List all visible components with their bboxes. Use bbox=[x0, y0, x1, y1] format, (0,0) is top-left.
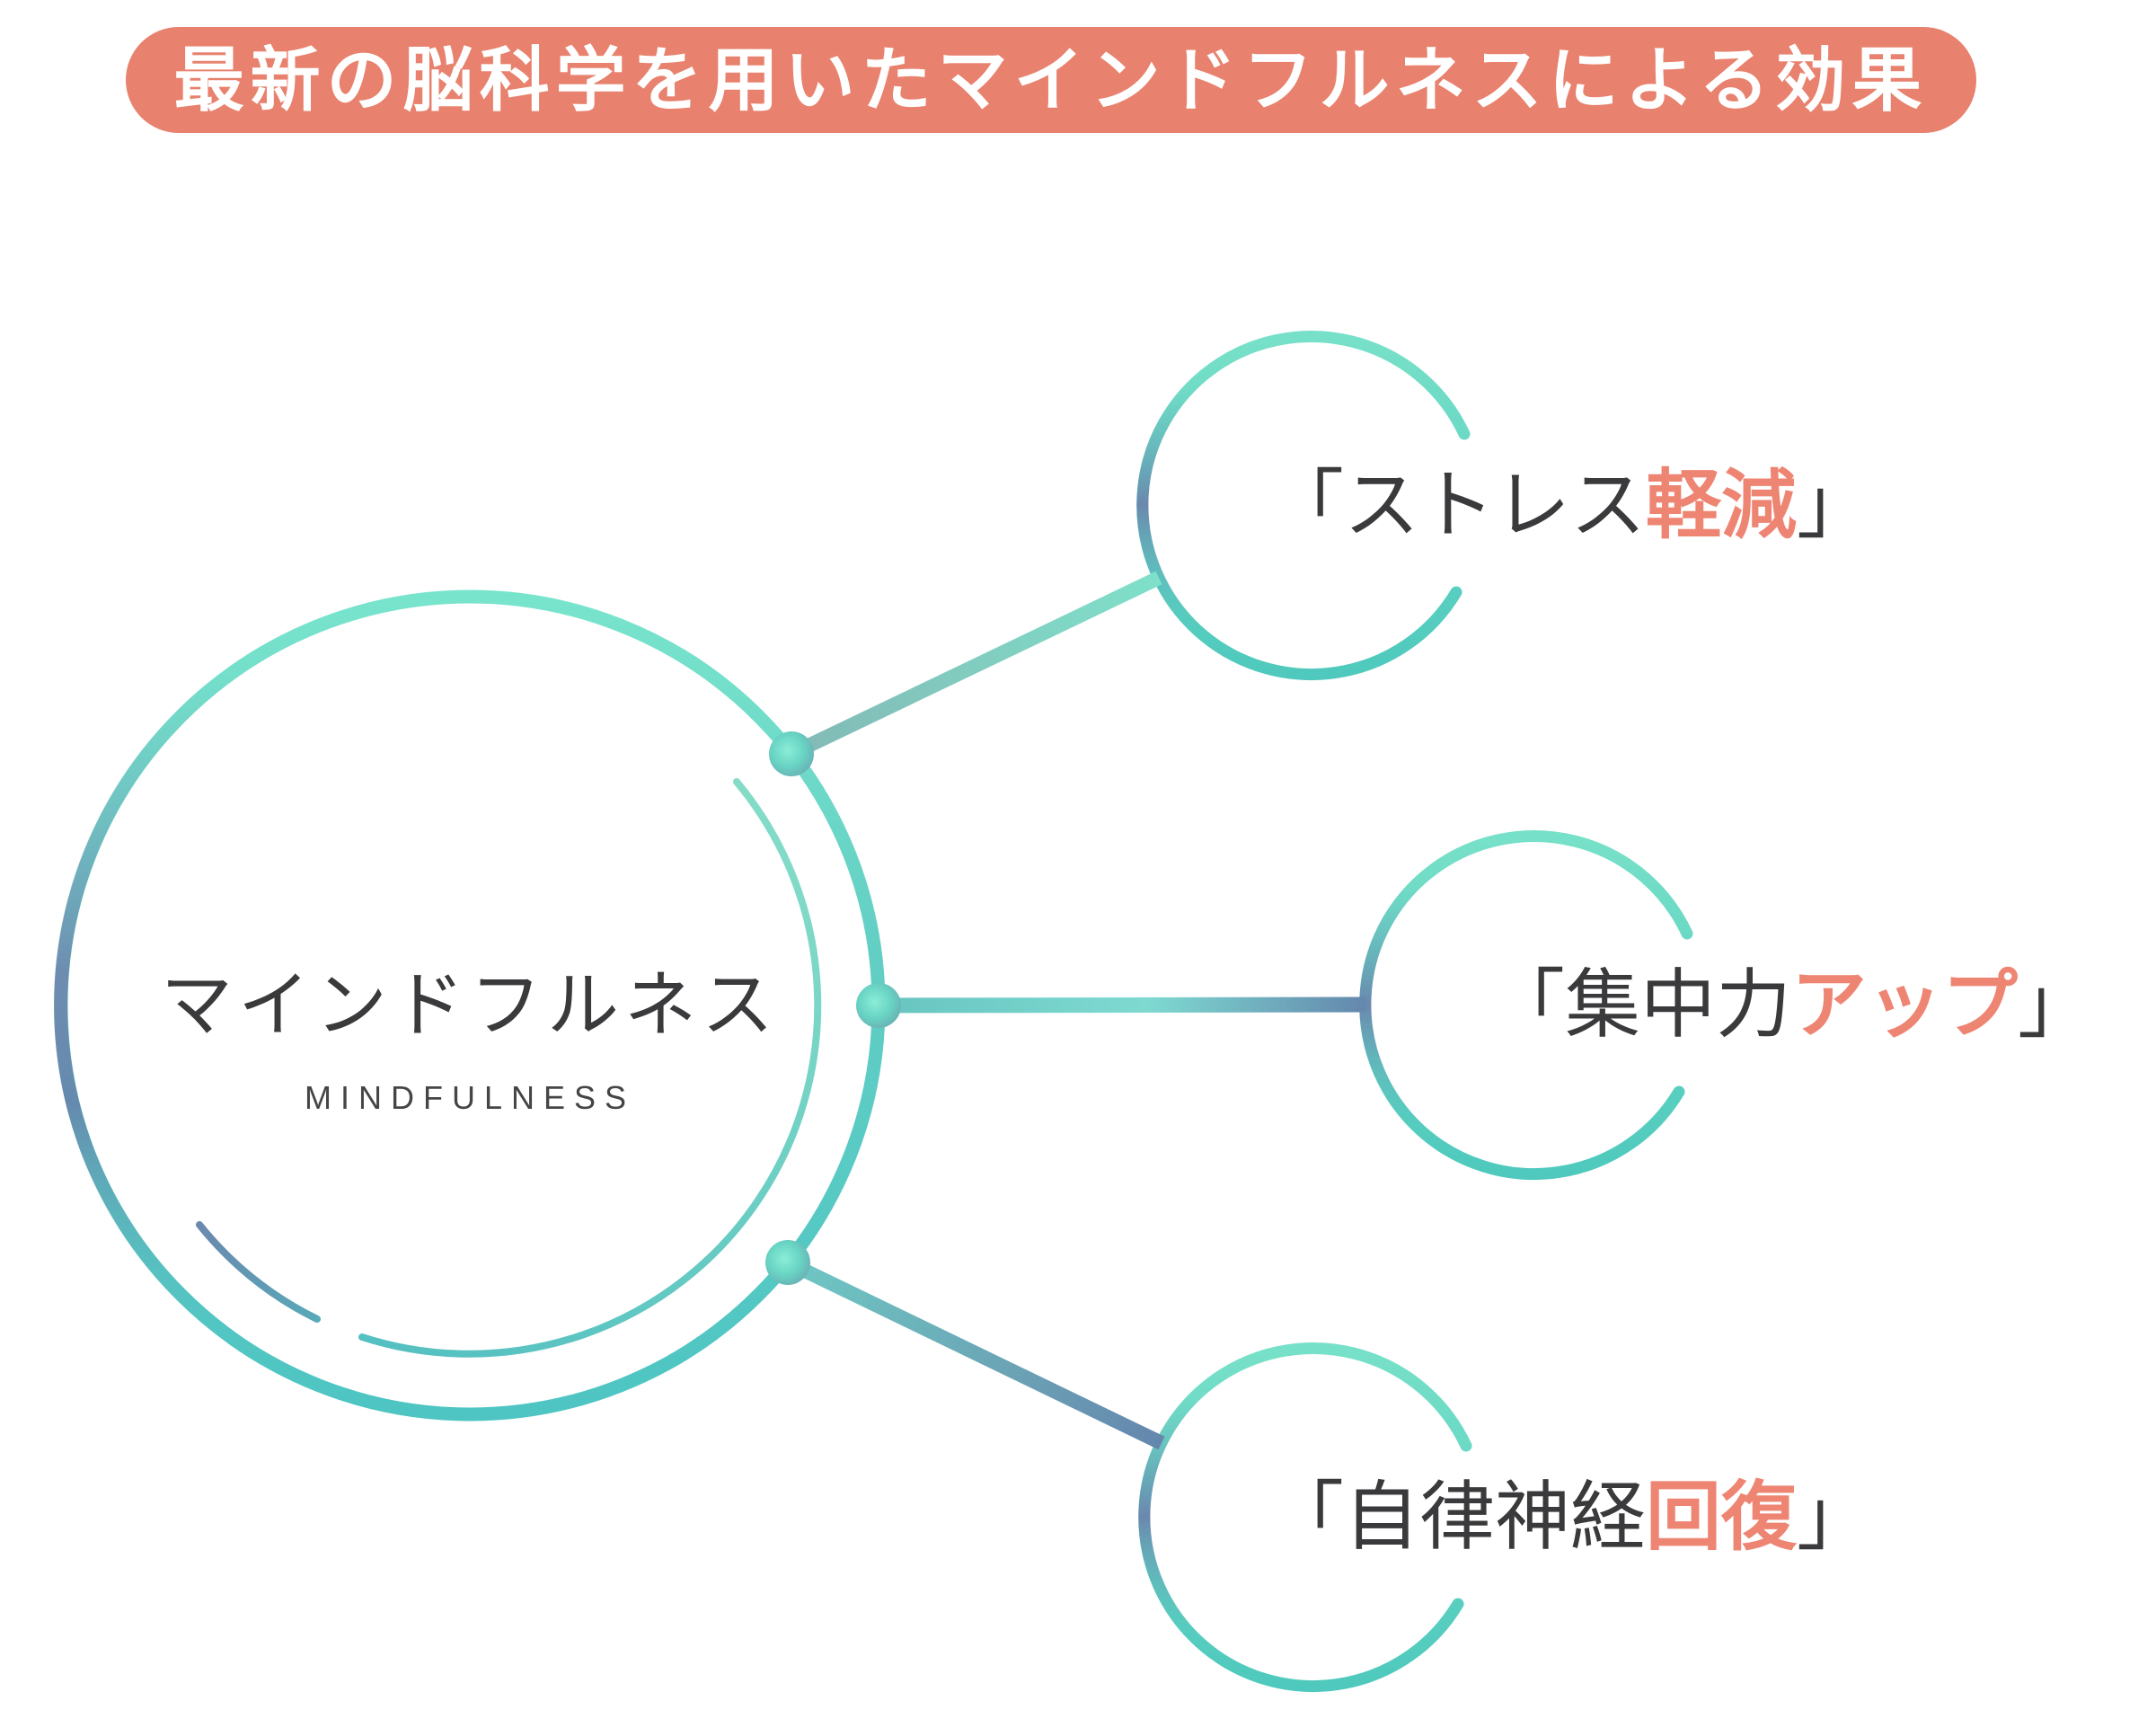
bracket-close: 」 bbox=[1797, 1475, 1873, 1559]
bracket-close: 」 bbox=[2018, 962, 2094, 1047]
inner-swoosh-arc-right bbox=[358, 778, 822, 1358]
node-dot-stress bbox=[769, 731, 814, 776]
branch-label-recovery: 「自律神経回復」 bbox=[1268, 1479, 1872, 1554]
branch-label-focus: 「集中力アップ」 bbox=[1489, 967, 2093, 1042]
title-banner: 最新の脳科学を用いたマインドフルネスによる効果 bbox=[126, 27, 1976, 133]
branch-text-main: 自律神経 bbox=[1344, 1475, 1647, 1559]
branch-text-accent: 軽減 bbox=[1646, 463, 1798, 547]
central-circle-blue-shade bbox=[54, 664, 240, 1347]
inner-swoosh-arc-left bbox=[196, 1221, 321, 1323]
central-sublabel: MINDFULNESS bbox=[304, 1079, 636, 1116]
branch-text-accent: 回復 bbox=[1646, 1475, 1798, 1559]
branch-text-main: 集中力 bbox=[1565, 962, 1792, 1047]
connector-line-stress bbox=[788, 571, 1162, 761]
connector-line-recovery bbox=[784, 1255, 1165, 1450]
bracket-open: 「 bbox=[1268, 463, 1345, 547]
satellite-circle-stress bbox=[1136, 331, 1471, 681]
bracket-open: 「 bbox=[1489, 962, 1566, 1047]
branch-label-stress: 「ストレス軽減」 bbox=[1268, 467, 1872, 543]
bracket-close: 」 bbox=[1797, 463, 1873, 547]
bracket-open: 「 bbox=[1268, 1475, 1345, 1559]
node-dot-recovery bbox=[765, 1240, 810, 1285]
central-label: マインドフルネス bbox=[161, 965, 779, 1045]
branch-text-main: ストレス bbox=[1344, 463, 1647, 547]
node-dot-focus bbox=[856, 983, 901, 1028]
satellite-circle-recovery bbox=[1138, 1342, 1472, 1693]
branch-text-accent: アップ bbox=[1791, 962, 2019, 1047]
page-title: 最新の脳科学を用いたマインドフルネスによる効果 bbox=[173, 40, 1929, 120]
